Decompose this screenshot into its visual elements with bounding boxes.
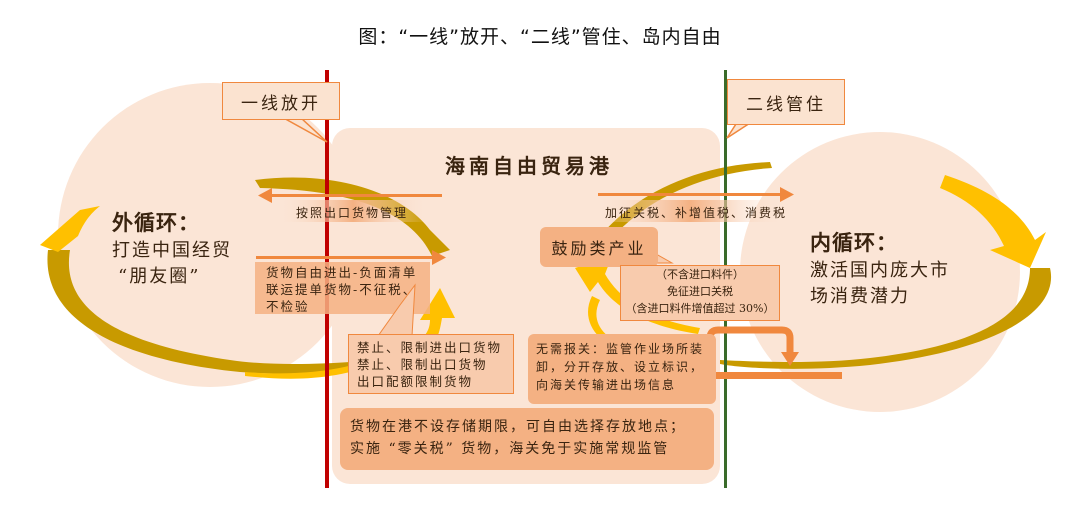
duty-free-box: （不含进口料件） 免征进口关税 （含进口料件增值超过 30%） bbox=[620, 265, 780, 321]
inner-loop-heading: 内循环： bbox=[810, 230, 898, 255]
outer-loop-arc-bottom bbox=[47, 250, 350, 374]
duty-free-line1: （不含进口料件） bbox=[656, 268, 744, 281]
first-line-callout: 一线放开 bbox=[222, 82, 340, 120]
port-title: 海南自由贸易港 bbox=[445, 154, 613, 178]
free-in-out-line2: 联运提单货物-不征税、 bbox=[266, 282, 418, 297]
outer-loop-heading: 外循环： bbox=[112, 210, 200, 235]
free-in-out-label: 货物自由进出-负面清单 联运提单货物-不征税、 不检验 bbox=[266, 264, 417, 315]
no-declaration-line3: 向海关传输进出场信息 bbox=[536, 378, 677, 392]
prohibited-line1: 禁止、限制进出口货物 bbox=[357, 340, 503, 355]
figure-title: 图：“一线”放开、“二线”管住、岛内自由 bbox=[358, 26, 722, 48]
outer-loop-text: 外循环： 打造中国经贸 “朋友圈” bbox=[112, 210, 232, 290]
arrow-right-icon bbox=[432, 250, 446, 265]
storage-policy-box: 货物在港不设存储期限，可自由选择存放地点； 实施 “零关税” 货物，海关免于实施… bbox=[340, 408, 714, 470]
inner-loop-line1: 激活国内庞大市 bbox=[810, 260, 950, 281]
arrow-right-icon bbox=[780, 187, 794, 202]
encouraged-industries-box: 鼓励类产业 bbox=[540, 227, 658, 267]
inner-loop-line2: 场消费潜力 bbox=[810, 286, 910, 307]
free-in-out-line3: 不检验 bbox=[266, 299, 310, 314]
inner-loop-arc-bottom bbox=[720, 268, 1052, 369]
storage-line2: 实施 “零关税” 货物，海关免于实施常规监管 bbox=[350, 441, 670, 457]
export-management-label: 按照出口货物管理 bbox=[296, 206, 409, 220]
inner-loop-text: 内循环： 激活国内庞大市 场消费潜力 bbox=[810, 230, 950, 310]
duty-free-line2: 免征进口关税 bbox=[667, 285, 733, 298]
prohibited-line3: 出口配额限制货物 bbox=[357, 374, 474, 389]
free-in-out-line1: 货物自由进出-负面清单 bbox=[266, 265, 418, 280]
outer-loop-arrowhead bbox=[40, 206, 100, 252]
no-declaration-line1: 无需报关：监管作业场所装 bbox=[536, 342, 705, 356]
outer-loop-line2: “朋友圈” bbox=[118, 266, 201, 287]
prohibited-goods-box: 禁止、限制进出口货物 禁止、限制出口货物 出口配额限制货物 bbox=[348, 334, 514, 394]
no-declaration-box: 无需报关：监管作业场所装 卸，分开存放、设立标识， 向海关传输进出场信息 bbox=[528, 334, 716, 404]
arrow-left-icon bbox=[258, 188, 272, 203]
second-line-callout: 二线管住 bbox=[727, 79, 845, 125]
inner-loop-arrowhead bbox=[940, 175, 1046, 268]
arrow-down-icon bbox=[781, 352, 799, 366]
levy-tax-label: 加征关税、补增值税、消费税 bbox=[605, 206, 788, 220]
prohibited-line2: 禁止、限制出口货物 bbox=[357, 357, 488, 372]
storage-line1: 货物在港不设存储期限，可自由选择存放地点； bbox=[350, 419, 686, 435]
no-declaration-line2: 卸，分开存放、设立标识， bbox=[536, 360, 705, 374]
outer-loop-line1: 打造中国经贸 bbox=[112, 240, 232, 261]
duty-free-line3: （含进口料件增值超过 30%） bbox=[625, 302, 775, 315]
inner-loop-circle bbox=[740, 132, 1020, 412]
